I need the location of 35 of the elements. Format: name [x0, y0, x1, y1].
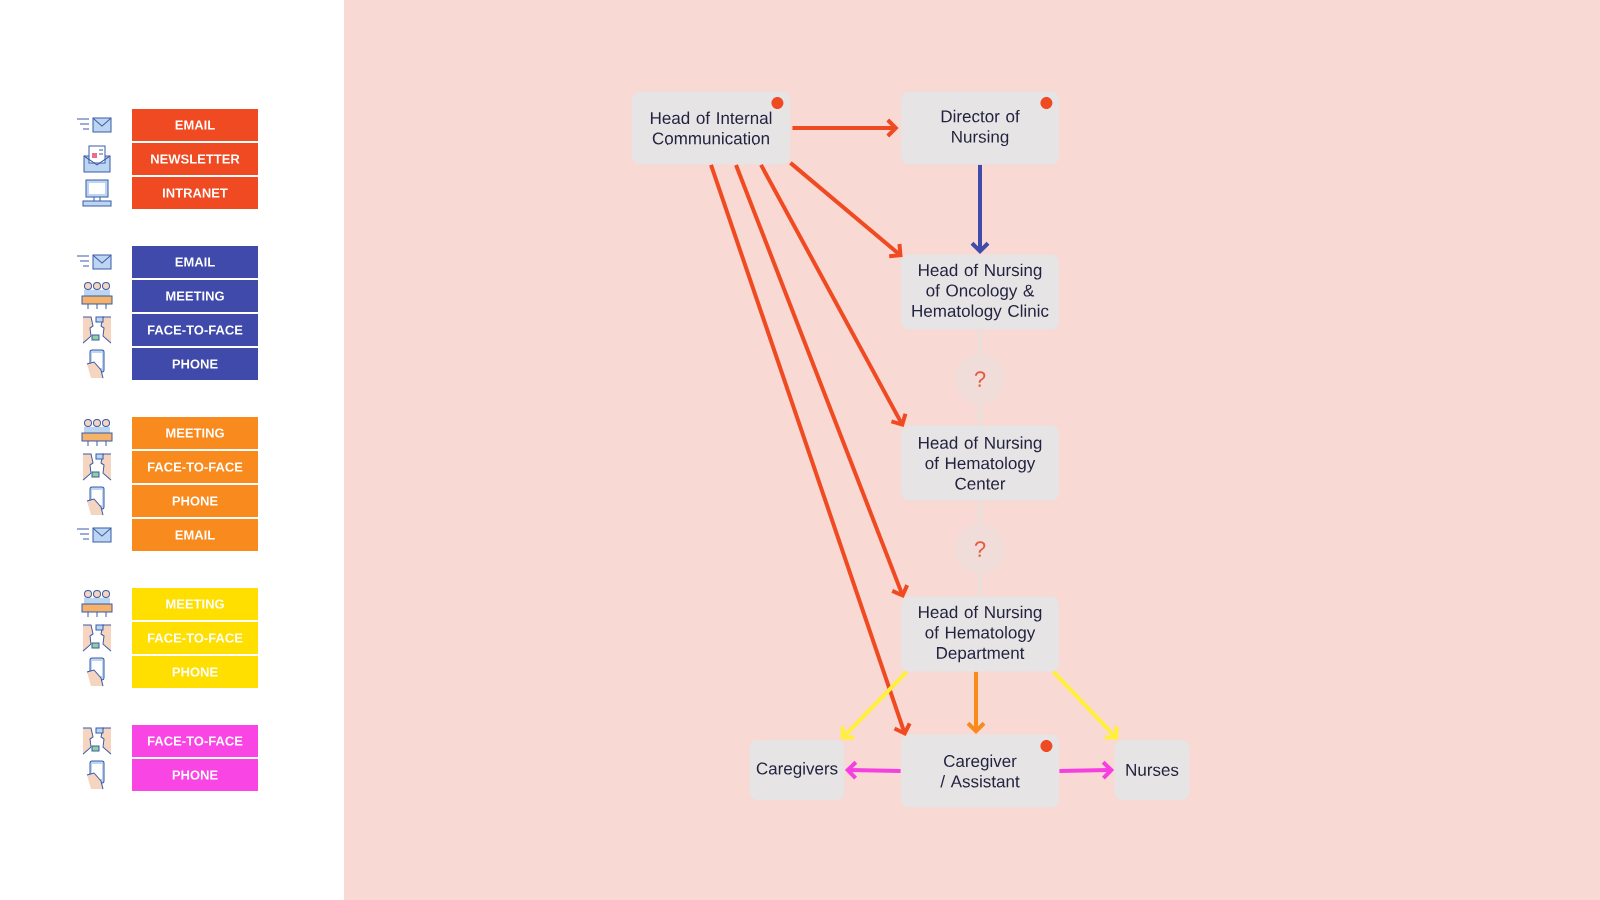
role-box: Head of Nursing of Hematology Center: [901, 425, 1059, 501]
arrow: [759, 163, 908, 428]
legend-bar: PHONE: [132, 348, 258, 380]
arrow: [970, 164, 990, 255]
role-box: Nurses: [1114, 740, 1190, 800]
legend-bar: MEETING: [132, 588, 258, 620]
legend-bar: NEWSLETTER: [132, 143, 258, 175]
role-box: Caregivers: [749, 740, 845, 800]
arrow: [1051, 670, 1119, 740]
legend-bar: PHONE: [132, 759, 258, 791]
legend-bar: MEETING: [132, 417, 258, 449]
role-box: Head of Internal Communication: [632, 91, 790, 165]
legend-bar: PHONE: [132, 485, 258, 517]
arrow: [734, 164, 909, 599]
arrow: [844, 760, 901, 780]
role-box: Head of Nursing of Hematology Department: [901, 596, 1059, 672]
legend-bar: FACE-TO-FACE: [132, 451, 258, 483]
role-box: Director of Nursing: [901, 91, 1059, 165]
arrow: [840, 670, 909, 740]
legend-bar: FACE-TO-FACE: [132, 314, 258, 346]
role-box: Head of Nursing of Oncology & Hematology Clinic: [901, 254, 1059, 330]
legend-bar: FACE-TO-FACE: [132, 725, 258, 757]
arrow: [966, 671, 986, 735]
legend-bar: MEETING: [132, 280, 258, 312]
legend-bar: FACE-TO-FACE: [132, 622, 258, 654]
arrow: [789, 161, 903, 259]
legend-bar: EMAIL: [132, 109, 258, 141]
arrow: [1059, 760, 1115, 780]
legend-bar: EMAIL: [132, 246, 258, 278]
legend-bar: INTRANET: [132, 177, 258, 209]
legend-bar: EMAIL: [132, 519, 258, 551]
legend-bar: PHONE: [132, 656, 258, 688]
role-box: Caregiver / Assistant: [901, 734, 1059, 808]
arrow: [792, 118, 899, 138]
arrow: [709, 164, 912, 737]
